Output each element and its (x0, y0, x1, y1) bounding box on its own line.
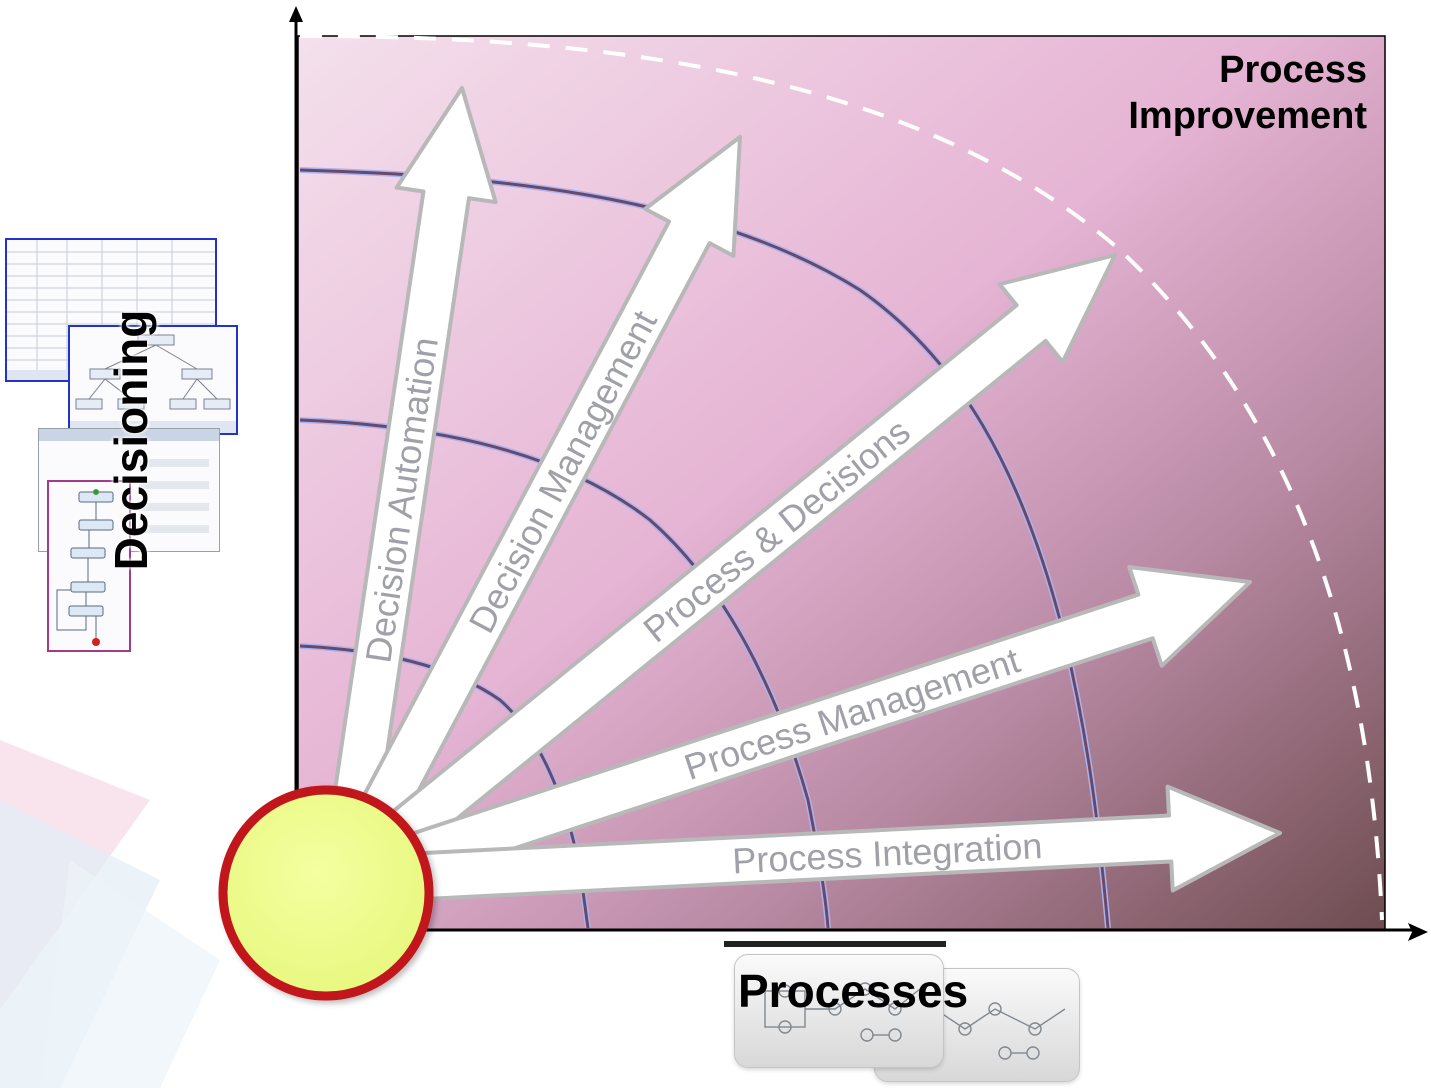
arrow-shape-2 (322, 135, 743, 893)
background-decoration (0, 740, 220, 1088)
corner-label-line2: Improvement (1128, 94, 1367, 137)
x-axis-label: Processes (738, 965, 969, 1017)
process-diagram-thumbnail-front (734, 954, 944, 1068)
process-diagram-bar (724, 941, 946, 947)
origin-circle (218, 785, 434, 1001)
decision-table-thumbnail (5, 238, 217, 382)
improvement-boundary (299, 34, 1384, 921)
y-axis-arrowhead (289, 6, 303, 22)
flowchart-thumbnail (47, 480, 131, 652)
arrow-5: Process Integration (341, 784, 1283, 905)
corner-label: Process Improvement (1128, 48, 1367, 139)
x-axis-arrowhead (1408, 923, 1428, 941)
corner-label-line1: Process (1219, 49, 1367, 91)
arrow-shape-3 (328, 253, 1117, 900)
arrow-shape-5 (341, 784, 1283, 905)
